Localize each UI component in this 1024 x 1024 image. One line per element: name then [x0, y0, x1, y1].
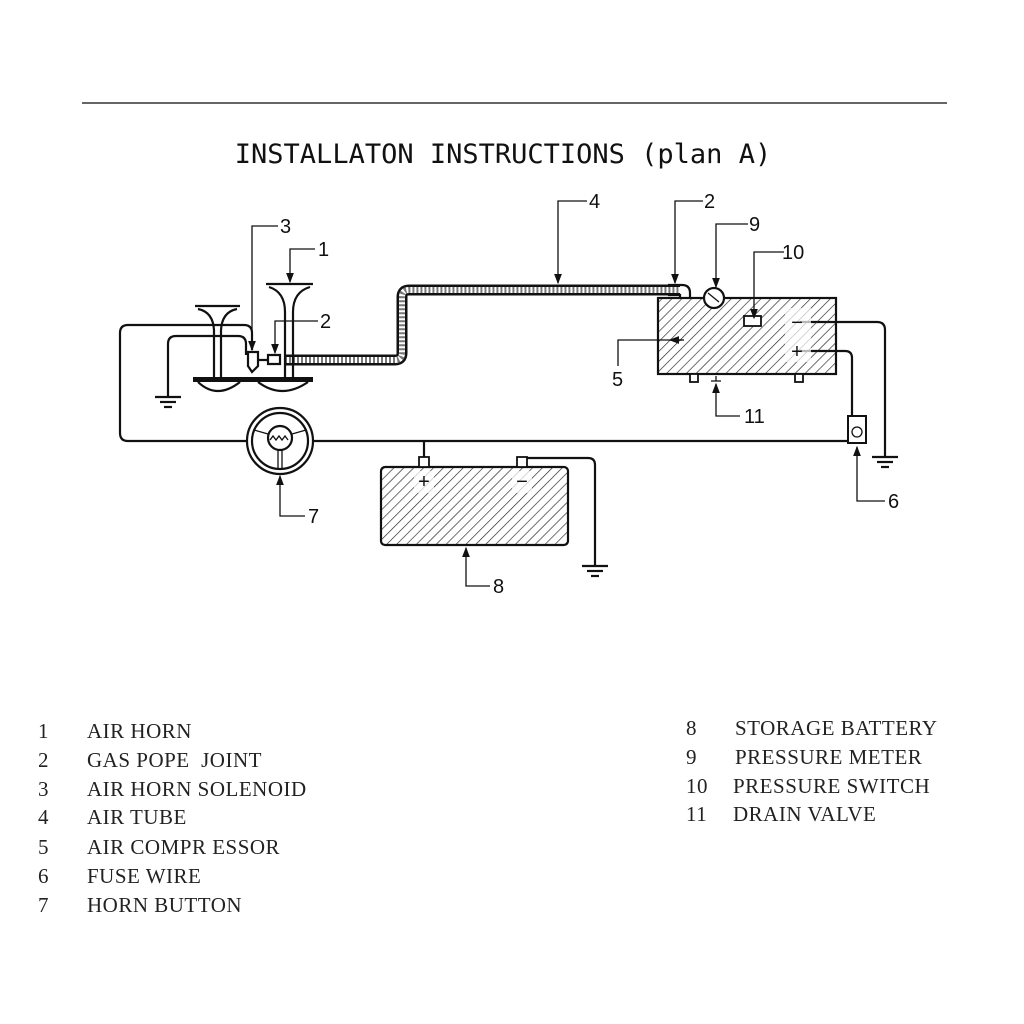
callout-6: 6 [888, 491, 899, 513]
air-horn [193, 282, 313, 393]
callout-9: 9 [749, 214, 760, 236]
compressor-minus: − [791, 312, 803, 334]
legend-item: PRESSURE METER [735, 745, 922, 769]
callout-7: 7 [308, 506, 319, 528]
compressor-plus: + [791, 341, 803, 363]
callouts: 1 3 2 4 2 9 10 5 11 6 7 8 [248, 191, 899, 598]
svg-text:8: 8 [686, 716, 697, 740]
svg-text:6: 6 [38, 864, 49, 888]
callout-2-horn: 2 [320, 311, 331, 333]
svg-text:5: 5 [38, 835, 49, 859]
svg-text:1: 1 [38, 719, 49, 743]
ground-icon [872, 455, 898, 469]
legend-item: AIR HORN SOLENOID [87, 777, 307, 801]
horn-button[interactable] [245, 406, 315, 476]
legend-item: PRESSURE SWITCH [733, 774, 930, 798]
callout-2-tank: 2 [704, 191, 715, 213]
svg-text:7: 7 [38, 893, 49, 917]
legend-item: FUSE WIRE [87, 864, 201, 888]
callout-8: 8 [493, 576, 504, 598]
ground-icon [582, 564, 608, 578]
fuse-icon [847, 415, 867, 444]
svg-text:2: 2 [38, 748, 49, 772]
svg-text:4: 4 [38, 805, 49, 829]
legend-item: AIR TUBE [87, 805, 187, 829]
pressure-switch-icon [743, 315, 762, 327]
callout-4: 4 [589, 191, 600, 213]
air-tube [285, 284, 680, 366]
svg-text:9: 9 [686, 745, 697, 769]
legend-item: HORN BUTTON [87, 893, 242, 917]
legend: 1 AIR HORN 2 GAS POPE JOINT 3 AIR HORN SOLE… [38, 716, 938, 917]
svg-text:11: 11 [686, 802, 707, 826]
svg-text:10: 10 [686, 774, 708, 798]
callout-1: 1 [318, 239, 329, 261]
callout-11: 11 [744, 406, 765, 428]
callout-10: 10 [782, 242, 804, 264]
legend-item: AIR COMPR ESSOR [87, 835, 280, 859]
callout-5: 5 [612, 369, 623, 391]
legend-item: STORAGE BATTERY [735, 716, 938, 740]
drain-valve-icon [711, 376, 721, 382]
battery-plus: + [418, 471, 430, 493]
callout-3: 3 [280, 216, 291, 238]
legend-item: AIR HORN [87, 719, 192, 743]
ground-icon [155, 395, 181, 409]
wiring [118, 320, 887, 565]
legend-item: GAS POPE JOINT [87, 748, 262, 772]
svg-text:3: 3 [38, 777, 49, 801]
legend-item: DRAIN VALVE [733, 802, 876, 826]
storage-battery [379, 465, 570, 547]
page-title: INSTALLATON INSTRUCTIONS (plan A) [235, 139, 771, 170]
battery-minus: − [516, 471, 528, 493]
